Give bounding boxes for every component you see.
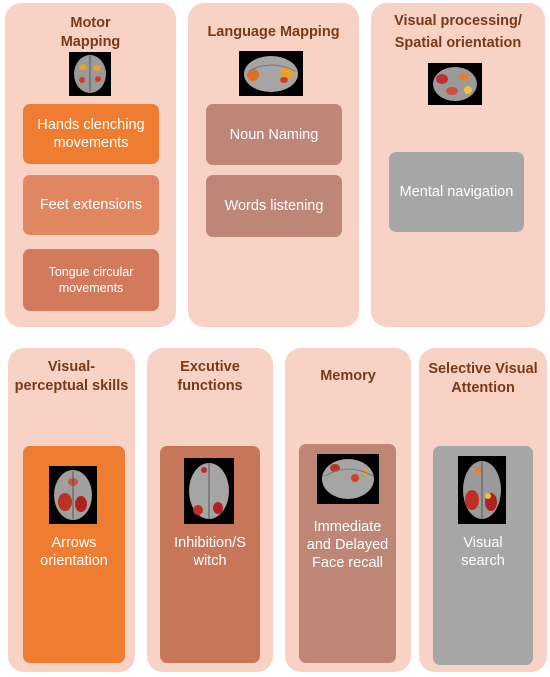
words-listening-box: Words listening bbox=[206, 175, 342, 237]
arrows-orientation-box: Arrows orientation bbox=[23, 446, 125, 663]
visual-search-box: Visual search bbox=[433, 446, 533, 665]
brain-scan-icon bbox=[458, 456, 506, 524]
brain-scan-icon bbox=[69, 52, 111, 96]
panel-title: Excutive functions bbox=[177, 359, 243, 394]
brain-scan-icon bbox=[49, 466, 97, 524]
box-label: Tongue circular movements bbox=[48, 265, 134, 295]
brain-scan-icon bbox=[239, 51, 303, 96]
panel-title: Memory bbox=[320, 368, 376, 384]
box-label: Words listening bbox=[224, 198, 324, 214]
panel-selective-attention: Selective Visual Attention Visual search bbox=[419, 348, 547, 672]
brain-scan-icon bbox=[317, 454, 379, 504]
mental-navigation-box: Mental navigation bbox=[389, 152, 524, 232]
box-label: Feet extensions bbox=[39, 197, 143, 213]
panel-visual-perceptual: Visual- perceptual skills Arrows orienta… bbox=[8, 348, 135, 672]
panel-title: Motor Mapping bbox=[60, 15, 121, 50]
box-label: Mental navigation bbox=[399, 184, 514, 200]
face-recall-box: Immediate and Delayed Face recall bbox=[299, 444, 396, 663]
box-label: Immediate and Delayed Face recall bbox=[306, 519, 389, 571]
box-label: Arrows orientation bbox=[40, 535, 108, 569]
panel-title: Selective Visual Attention bbox=[428, 361, 538, 396]
panel-visual-processing: Visual processing/ Spatial orientation M… bbox=[371, 3, 545, 327]
panel-executive-functions: Excutive functions Inhibition/S witch bbox=[147, 348, 273, 672]
feet-extensions-box: Feet extensions bbox=[23, 175, 159, 235]
inhibition-switch-box: Inhibition/S witch bbox=[160, 446, 260, 663]
box-label: Visual search bbox=[461, 535, 505, 569]
hands-clenching-box: Hands clenching movements bbox=[23, 104, 159, 164]
noun-naming-box: Noun Naming bbox=[206, 104, 342, 165]
box-label: Hands clenching movements bbox=[37, 117, 145, 151]
tongue-movements-box: Tongue circular movements bbox=[23, 249, 159, 311]
box-label: Noun Naming bbox=[229, 126, 319, 143]
panel-title: Visual processing/ Spatial orientation bbox=[394, 13, 522, 51]
panel-motor-mapping: Motor Mapping Hands clenching movements … bbox=[5, 3, 176, 327]
panel-memory: Memory Immediate and Delayed Face recall bbox=[285, 348, 411, 672]
panel-title: Visual- perceptual skills bbox=[14, 359, 129, 394]
panel-title: Language Mapping bbox=[207, 24, 340, 40]
brain-scan-icon bbox=[184, 458, 234, 524]
brain-scan-icon bbox=[428, 63, 482, 105]
panel-language-mapping: Language Mapping Noun Naming Words liste… bbox=[188, 3, 359, 327]
box-label: Inhibition/S witch bbox=[174, 535, 246, 569]
